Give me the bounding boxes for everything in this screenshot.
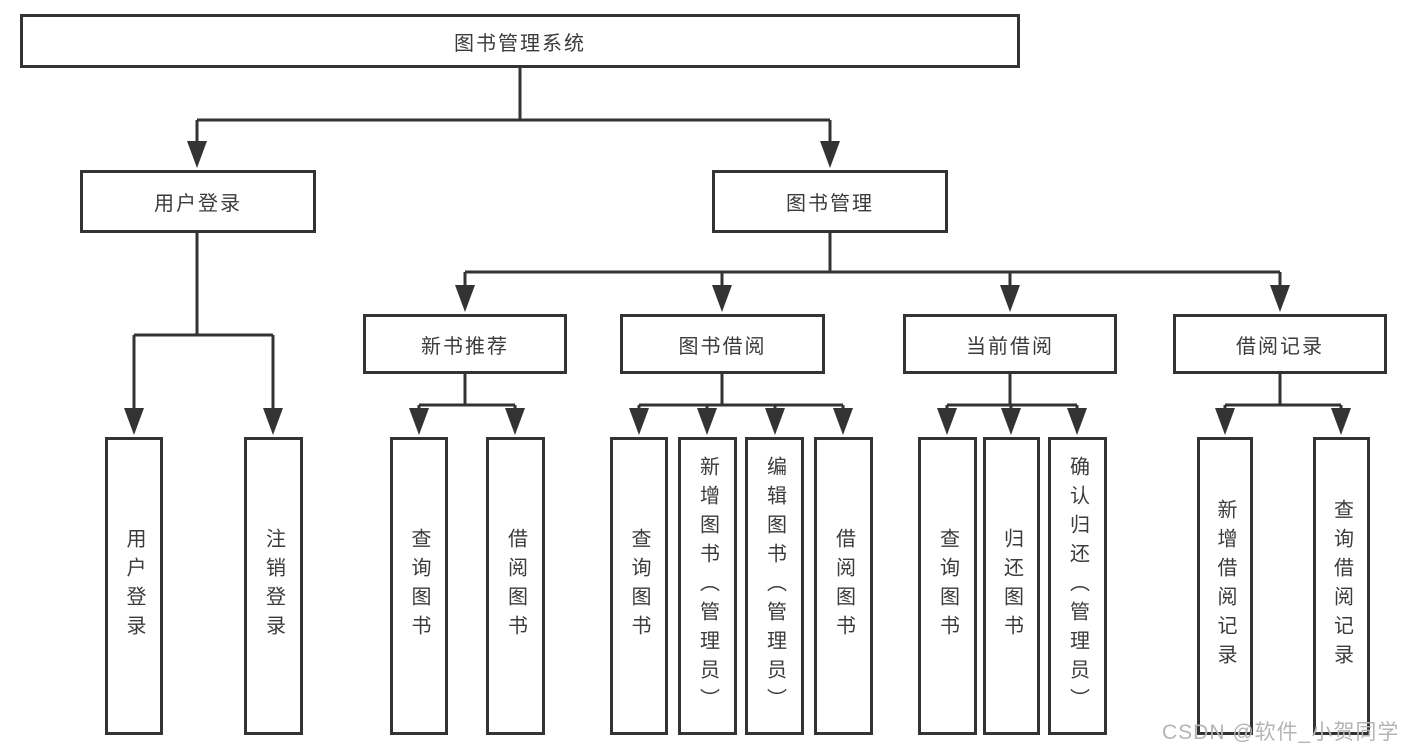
node-book-management-label: 图书管理 [786, 193, 874, 215]
node-borrow-records: 借阅记录 [1173, 314, 1387, 374]
arrowhead-bor-leaf2 [697, 408, 717, 435]
arrowhead-recommend [455, 285, 475, 312]
leaf-records-query-record-label: 查询借阅记录 [1330, 499, 1353, 673]
arrowhead-bor-leaf4 [833, 408, 853, 435]
node-book-borrow-label: 图书借阅 [678, 335, 767, 358]
leaf-logout: 注销登录 [244, 437, 303, 735]
leaf-borrow-add-books-admin: 新增图书（管理员） [678, 437, 737, 735]
arrowhead-bookmgmt [820, 141, 840, 168]
arrowhead-bor-leaf3 [765, 408, 785, 435]
leaf-logout-label: 注销登录 [262, 528, 285, 644]
leaf-current-confirm-return-admin: 确认归还（管理员） [1048, 437, 1107, 735]
leaf-records-add-record-label: 新增借阅记录 [1214, 499, 1236, 673]
node-book-management: 图书管理 [712, 170, 948, 233]
node-user-login: 用户登录 [80, 170, 316, 233]
arrowhead-bor-leaf1 [629, 408, 649, 435]
leaf-recommend-query-books-label: 查询图书 [408, 528, 430, 644]
leaf-user-login: 用户登录 [105, 437, 163, 735]
node-borrow-records-label: 借阅记录 [1236, 335, 1324, 358]
arrowhead-login-leaf1 [124, 408, 144, 435]
leaf-borrow-borrow-books-label: 借阅图书 [832, 528, 855, 644]
node-new-book-recommend-label: 新书推荐 [421, 335, 509, 358]
leaf-recommend-query-books: 查询图书 [390, 437, 448, 735]
leaf-borrow-query-books: 查询图书 [610, 437, 668, 735]
arrowhead-cur-leaf1 [937, 408, 957, 435]
leaf-user-login-label: 用户登录 [123, 528, 145, 644]
node-book-borrow: 图书借阅 [620, 314, 825, 374]
leaf-records-add-record: 新增借阅记录 [1197, 437, 1253, 735]
node-root-label: 图书管理系统 [454, 32, 586, 55]
node-current-borrow-label: 当前借阅 [966, 335, 1054, 358]
leaf-borrow-edit-books-admin: 编辑图书（管理员） [745, 437, 804, 735]
arrowhead-rec-leaf2 [505, 408, 525, 435]
arrowhead-cur-leaf3 [1067, 408, 1087, 435]
leaf-current-query-books: 查询图书 [918, 437, 977, 735]
node-user-login-label: 用户登录 [154, 193, 242, 215]
csdn-watermark: CSDN @软件_小贺同学 [1162, 721, 1400, 744]
arrowhead-login-leaf2 [263, 408, 283, 435]
node-root: 图书管理系统 [20, 14, 1020, 68]
arrowhead-rec-leaf1 [409, 408, 429, 435]
arrowhead-current [1000, 285, 1020, 312]
leaf-recommend-borrow-books-label: 借阅图书 [504, 528, 527, 644]
leaf-borrow-query-books-label: 查询图书 [628, 528, 650, 644]
arrowhead-cur-leaf2 [1001, 408, 1021, 435]
node-new-book-recommend: 新书推荐 [363, 314, 567, 374]
arrowhead-login [187, 141, 207, 168]
arrowheads [124, 141, 1351, 435]
leaf-borrow-edit-books-admin-label: 编辑图书（管理员） [763, 455, 786, 717]
leaf-borrow-borrow-books: 借阅图书 [814, 437, 873, 735]
leaf-current-return-books-label: 归还图书 [1000, 528, 1023, 644]
leaf-records-query-record: 查询借阅记录 [1313, 437, 1370, 735]
arrowhead-recrd-leaf1 [1215, 408, 1235, 435]
arrowhead-recrd-leaf2 [1331, 408, 1351, 435]
arrowhead-borrow [712, 285, 732, 312]
node-current-borrow: 当前借阅 [903, 314, 1117, 374]
leaf-borrow-add-books-admin-label: 新增图书（管理员） [696, 455, 719, 717]
leaf-current-confirm-return-admin-label: 确认归还（管理员） [1066, 455, 1089, 717]
leaf-current-query-books-label: 查询图书 [936, 528, 959, 644]
leaf-current-return-books: 归还图书 [983, 437, 1040, 735]
leaf-recommend-borrow-books: 借阅图书 [486, 437, 545, 735]
arrowhead-records [1270, 285, 1290, 312]
